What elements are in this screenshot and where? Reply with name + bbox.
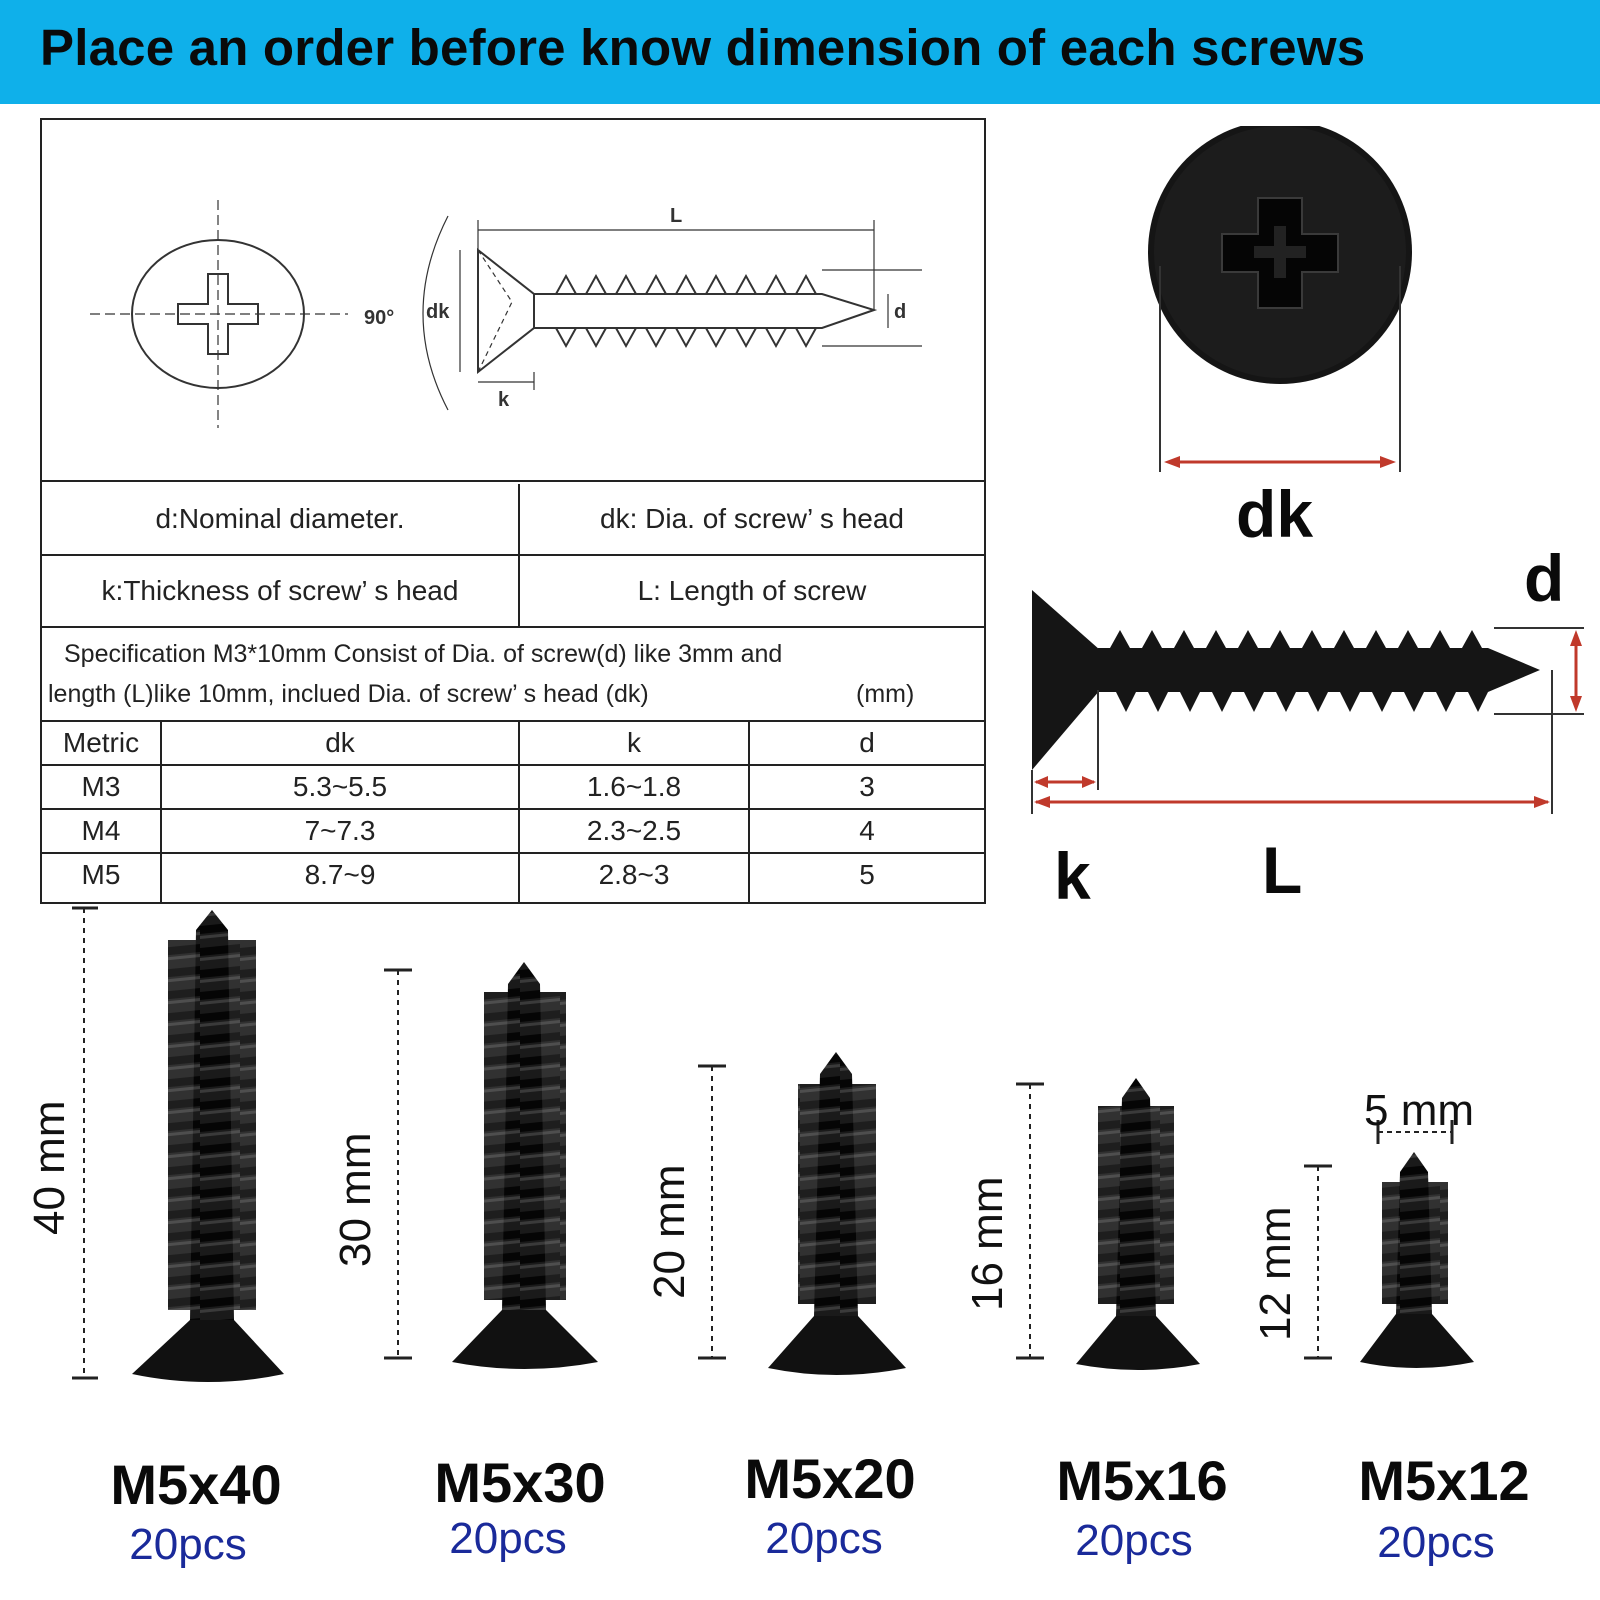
divider	[42, 852, 984, 854]
width-label: 5 mm	[1364, 1086, 1474, 1135]
divider	[42, 764, 984, 766]
table-cell: M5	[81, 859, 121, 890]
table-cell: 5.3~5.5	[292, 771, 388, 802]
definition-L: L: Length of screw	[637, 575, 867, 606]
qty-label-m5x20: 20pcs	[765, 1514, 883, 1563]
unit-label: (mm)	[856, 680, 915, 708]
specification-note: Specification M3*10mm Consist of Dia. of…	[48, 634, 978, 714]
length-drawing-label: L	[670, 205, 682, 227]
technical-drawing-svg: 90° dk L d k	[90, 200, 922, 428]
table-cell: 5	[859, 859, 875, 890]
k-drawing-label: k	[498, 389, 510, 411]
head-top-view	[90, 200, 348, 428]
screw-m5x16	[1016, 1078, 1200, 1370]
table-cell: 2.8~3	[598, 859, 670, 890]
angle-label: 90°	[364, 307, 394, 329]
qty-label-m5x16: 20pcs	[1075, 1516, 1193, 1565]
length-label-30: 30 mm	[331, 1132, 380, 1267]
definition-d: d:Nominal diameter.	[155, 503, 405, 534]
table-cell: 1.6~1.8	[586, 771, 682, 802]
screw-side-photo	[1031, 590, 1584, 814]
screw-m5x12	[1304, 1120, 1474, 1368]
screw-lineup	[72, 906, 1474, 1382]
table-cell: 3	[859, 771, 875, 802]
technical-drawing: 90° dk L d k	[42, 120, 984, 482]
screw-m5x20	[698, 1052, 906, 1375]
table-cell: 7~7.3	[304, 815, 376, 846]
size-label-m5x40: M5x40	[110, 1453, 282, 1516]
qty-label-m5x12: 20pcs	[1377, 1518, 1495, 1567]
screw-m5x30	[384, 962, 598, 1369]
screw-m5x40	[72, 906, 284, 1382]
divider	[42, 720, 984, 722]
size-label-m5x20: M5x20	[744, 1447, 916, 1510]
definition-dk: dk: Dia. of screw’ s head	[600, 503, 904, 534]
d-photo-label: d	[1524, 541, 1565, 615]
divider	[160, 722, 162, 902]
table-cell: 8.7~9	[304, 859, 376, 890]
spec-sheet: 90° dk L d k d:Nominal diameter. dk: Dia…	[40, 118, 986, 904]
header-banner: Place an order before know dimension of …	[0, 0, 1600, 104]
length-label-12: 12 mm	[1251, 1206, 1300, 1341]
table-header: dk	[325, 727, 355, 758]
table-cell: M3	[81, 771, 121, 802]
divider	[518, 722, 520, 902]
length-label-16: 16 mm	[963, 1176, 1012, 1311]
divider	[42, 626, 984, 628]
table-cell: 2.3~2.5	[586, 815, 682, 846]
d-drawing-label: d	[894, 301, 906, 323]
size-label-m5x30: M5x30	[434, 1451, 606, 1514]
size-label-m5x12: M5x12	[1358, 1449, 1530, 1512]
table-header: Metric	[62, 727, 140, 758]
divider	[748, 722, 750, 902]
qty-label-m5x30: 20pcs	[449, 1514, 567, 1563]
specification-line-2: length (L)like 10mm, inclued Dia. of scr…	[48, 680, 649, 708]
table-cell: 4	[859, 815, 875, 846]
size-label-m5x16: M5x16	[1056, 1449, 1228, 1512]
divider	[518, 484, 520, 626]
page-title: Place an order before know dimension of …	[40, 19, 1366, 76]
table-header: k	[627, 727, 641, 758]
specification-line-1: Specification M3*10mm Consist of Dia. of…	[64, 640, 783, 668]
screw-head-photo	[1148, 126, 1412, 472]
dk-drawing-label: dk	[426, 301, 450, 323]
k-photo-label: k	[1054, 839, 1091, 913]
definition-k: k:Thickness of screw’ s head	[101, 575, 459, 606]
qty-label-m5x40: 20pcs	[129, 1520, 247, 1569]
length-label-40: 40 mm	[25, 1100, 74, 1235]
divider	[42, 808, 984, 810]
screw-side-view	[422, 215, 922, 411]
divider	[42, 554, 984, 556]
length-label-20: 20 mm	[645, 1164, 694, 1299]
table-cell: M4	[81, 815, 121, 846]
table-header: d	[859, 727, 875, 758]
dk-photo-label: dk	[1236, 477, 1314, 551]
L-photo-label: L	[1262, 833, 1303, 907]
